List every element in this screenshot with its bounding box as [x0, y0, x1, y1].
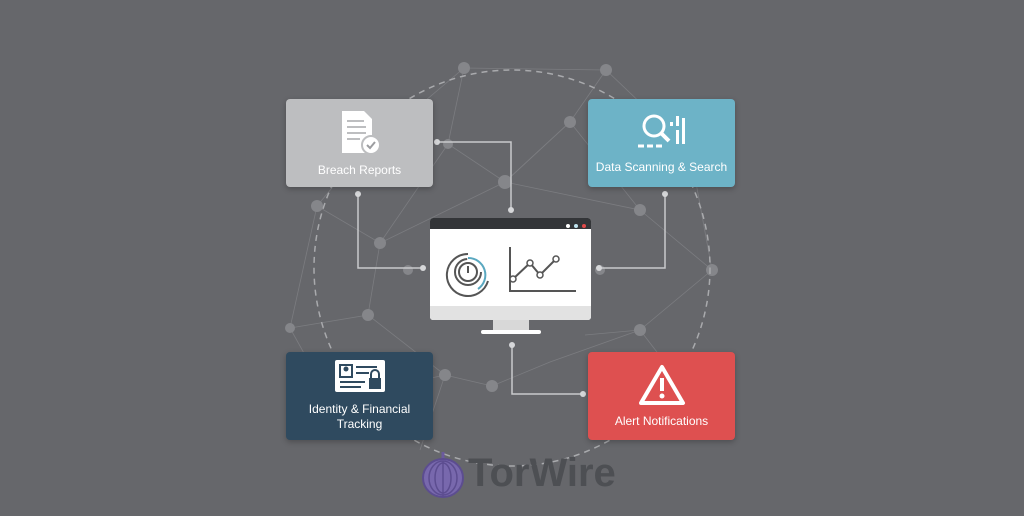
dashboard-charts [445, 247, 576, 297]
identity-tracking-card[interactable]: Identity & Financial Tracking [286, 352, 433, 440]
identity-tracking-label-line1: Identity & Financial [308, 402, 411, 416]
onion-icon [422, 452, 464, 498]
monitor-base [481, 330, 541, 334]
breach-reports-card[interactable]: Breach Reports [286, 99, 433, 187]
monitor-title-bar [430, 218, 591, 229]
document-check-icon [341, 111, 381, 155]
identity-tracking-label-line2: Tracking [336, 417, 383, 431]
breach-reports-label: Breach Reports [317, 163, 402, 177]
brand-name: TorWire [468, 450, 616, 495]
magnifier-scan-icon [637, 114, 685, 148]
brand-logo: TorWire [420, 448, 616, 498]
monitor-stand [493, 320, 529, 330]
data-scanning-card[interactable]: Data Scanning & Search [588, 99, 735, 187]
id-card-lock-icon [334, 360, 385, 392]
data-scanning-label: Data Scanning & Search [595, 160, 728, 174]
warning-triangle-icon [638, 365, 685, 405]
alert-notifications-label: Alert Notifications [614, 414, 709, 428]
dashboard-monitor-icon [430, 218, 591, 320]
alert-notifications-card[interactable]: Alert Notifications [588, 352, 735, 440]
